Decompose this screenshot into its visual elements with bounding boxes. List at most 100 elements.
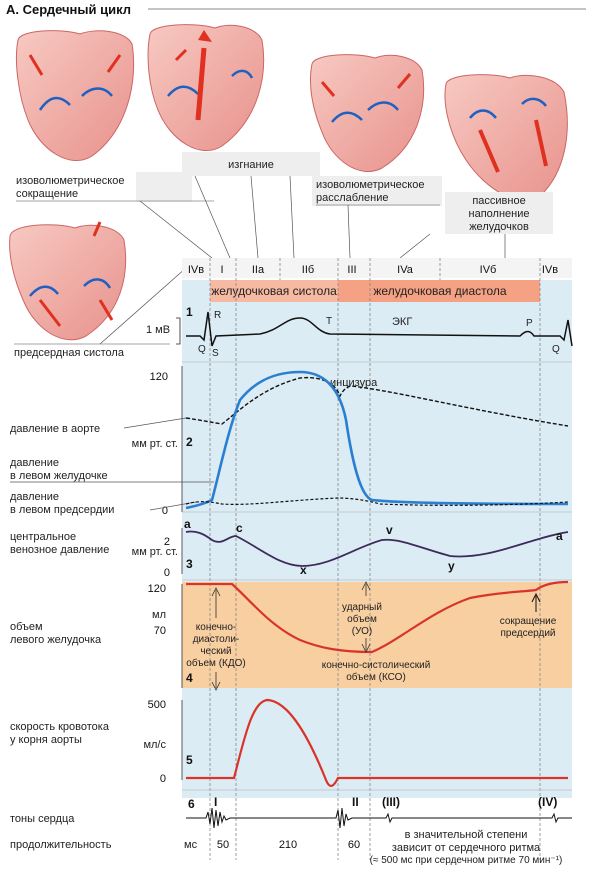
band-systole: [210, 280, 338, 302]
band-systole-label: желудочковая систола: [211, 284, 337, 298]
edv-arrow-icon: [211, 587, 221, 691]
ecg-wave-R: R: [214, 310, 221, 321]
phase-IIb: IIб: [302, 264, 314, 276]
ecg-wave-P: P: [526, 318, 533, 329]
aorta-pressure-label: давление в аорте: [10, 423, 100, 435]
isovol-contraction-box: [136, 172, 192, 202]
duration-label: продолжительность: [10, 839, 112, 851]
heart-illustration-atrial-systole: [9, 221, 127, 341]
cvp-tick-0: 0: [164, 567, 170, 579]
arrow-up-icon: [198, 30, 212, 42]
cvp-wave-x: x: [300, 563, 307, 577]
sound-IV: (IV): [538, 795, 557, 809]
flow-label-2: у корня аорты: [10, 734, 82, 746]
sv-label-3: (УО): [352, 626, 372, 637]
atrial-contraction-label-2: предсердий: [500, 628, 555, 639]
band-diastole-label: желудочковая диастола: [373, 284, 507, 298]
duration-value-3: 60: [348, 839, 360, 851]
cvp-tick-2: 2: [164, 536, 170, 548]
duration-note-1: в значительной степени: [405, 829, 528, 841]
phase-III: III: [347, 264, 356, 276]
ecg-number: 1: [186, 305, 193, 319]
phase-header-row: [182, 258, 572, 278]
isovol-relaxation-box: [312, 176, 442, 206]
pressure-unit: мм рт. ст.: [132, 438, 178, 450]
pressure-tick-max: 120: [150, 371, 168, 383]
heart-illustration-isovolumetric-relaxation: [309, 54, 425, 173]
lv-pressure-label-1: давление: [10, 457, 59, 469]
ejection-label: изгнание: [228, 159, 274, 171]
edv-label-2: диастоли-: [193, 634, 240, 645]
flow-label-1: скорость кровотока: [10, 721, 110, 733]
cvp-label-2: венозное давление: [10, 544, 109, 556]
phase-IVv-start: IVв: [188, 264, 204, 276]
edv-label-3: ческий: [200, 646, 231, 657]
duration-note-2: зависит от сердечного ритма: [392, 842, 541, 854]
esv-label-1: конечно-систолический: [322, 660, 431, 671]
ecg-trace: [186, 311, 573, 347]
band-diastole: [338, 280, 540, 302]
passive-filling-label-3: желудочков: [469, 221, 529, 233]
phase-IVb: IVб: [480, 264, 497, 276]
atrial-contraction-arrow-icon: [531, 592, 541, 612]
passive-filling-box: [445, 192, 553, 234]
la-pressure-label-1: давление: [10, 491, 59, 503]
chart-panel-background: [182, 280, 572, 798]
cvp-label-1: центральное: [10, 531, 76, 543]
heart-illustration-isovolumetric-contraction: [16, 30, 135, 162]
isovol-contraction-label-1: изоволюметрическое: [16, 175, 124, 187]
duration-value-2: 210: [279, 839, 297, 851]
phase-dividers: [209, 258, 541, 860]
flow-unit: мл/с: [143, 739, 166, 751]
phase-IVa: IVa: [397, 264, 414, 276]
volume-curve: [186, 580, 569, 654]
cvp-number: 3: [186, 557, 193, 571]
edv-label-1: конечно-: [196, 622, 236, 633]
sound-III: (III): [382, 795, 400, 809]
flow-curve: [186, 698, 568, 787]
sounds-label: тоны сердца: [10, 813, 75, 825]
ecg-wave-S: S: [212, 348, 219, 359]
isovol-relaxation-label-1: изоволюметрическое: [316, 179, 424, 191]
volume-number: 4: [186, 671, 193, 685]
pressure-tick-min: 0: [162, 505, 168, 517]
incisura-label: инцизура: [330, 377, 378, 389]
arrow-icon: [106, 54, 122, 73]
heart-illustration-ejection: [147, 24, 265, 152]
ecg-wave-Q2: Q: [552, 344, 560, 355]
flow-number: 5: [186, 753, 193, 767]
ecg-wave-Q: Q: [198, 344, 206, 355]
volume-label-1: объем: [10, 621, 43, 633]
sv-arrow-icon: [361, 581, 371, 653]
flow-tick-500: 500: [148, 699, 166, 711]
cvp-wave-a2: a: [556, 529, 563, 543]
arrow-icon: [28, 54, 44, 76]
sound-I: I: [214, 795, 217, 809]
cvp-curve: [185, 530, 569, 567]
heart-sounds-trace: [186, 807, 572, 829]
la-pressure-label-2: в левом предсердии: [10, 504, 114, 516]
edv-label-4: объем (КДО): [186, 657, 245, 669]
pressure-number: 2: [186, 435, 193, 449]
phase-IVv-end: IVв: [542, 264, 558, 276]
sounds-number: 6: [188, 797, 195, 811]
heart-illustration-passive-filling: [444, 74, 568, 202]
duration-unit: мс: [184, 839, 198, 851]
passive-filling-label-2: наполнение: [469, 208, 530, 220]
phase-IIa: IIa: [252, 264, 265, 276]
sound-II: II: [352, 795, 359, 809]
cvp-wave-v: v: [386, 523, 393, 537]
volume-tick-70: 70: [154, 625, 166, 637]
passive-filling-label-1: пассивное: [472, 195, 525, 207]
cvp-wave-y: y: [448, 559, 455, 573]
atrial-contraction-label-1: сокращение: [500, 616, 557, 627]
lv-pressure-label-2: в левом желудочке: [10, 470, 108, 482]
aorta-pressure-curve: [185, 376, 569, 427]
ecg-label: ЭКГ: [392, 316, 412, 328]
phase-I: I: [220, 264, 223, 276]
leader-lines: [99, 175, 506, 345]
lv-pressure-curve: [185, 370, 569, 510]
diagram-title: А. Сердечный цикл: [6, 2, 131, 17]
